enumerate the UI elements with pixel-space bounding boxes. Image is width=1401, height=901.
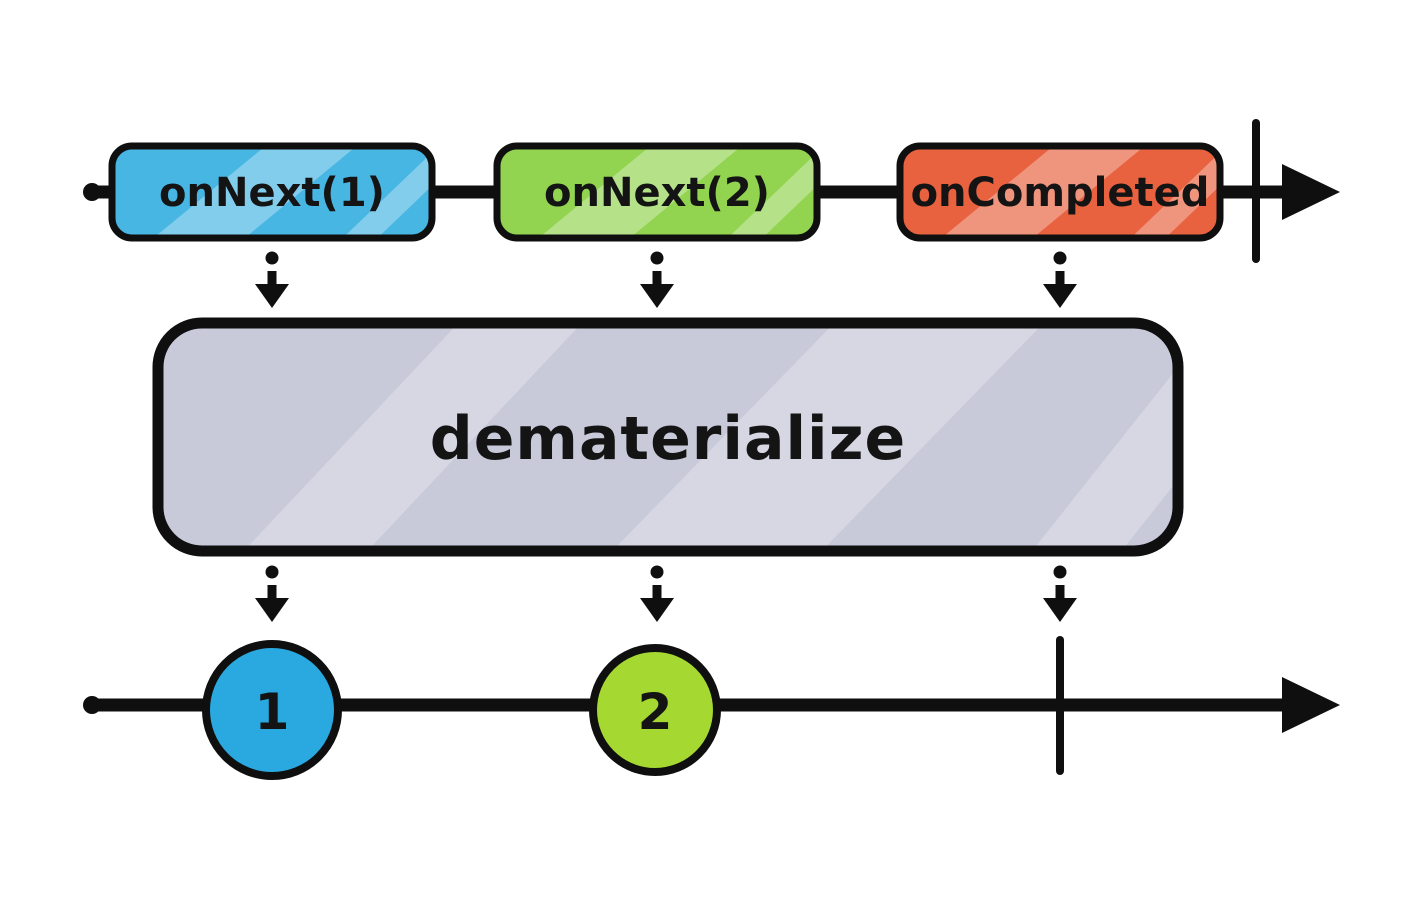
event-label-oncompleted: onCompleted <box>911 170 1210 216</box>
flow-arrow-icon <box>640 251 674 308</box>
event-label-onnext-1: onNext(1) <box>159 170 385 216</box>
flow-arrow-icon <box>1043 251 1077 308</box>
flow-arrow-icon <box>255 565 289 622</box>
event-box-onnext-2-border <box>493 142 821 242</box>
event-box-oncompleted-border <box>896 142 1224 242</box>
source-timeline-arrowhead-icon <box>1282 164 1340 220</box>
event-box-oncompleted-stripes <box>939 146 1220 238</box>
event-box-onnext-2-stripes <box>536 146 817 238</box>
event-box-onnext-1-stripes <box>151 146 432 238</box>
marble-2: 2 <box>589 644 721 776</box>
input-flow-arrows <box>255 251 1077 308</box>
marble-1-circle <box>202 640 342 780</box>
output-flow-arrows <box>255 565 1077 622</box>
marble-1: 1 <box>202 640 342 780</box>
event-box-onnext-1-shape <box>112 146 432 238</box>
marble-2-label: 2 <box>638 683 673 741</box>
operator-box: dematerialize <box>152 317 1184 557</box>
event-box-onnext-1-border <box>108 142 436 242</box>
marble-2-circle <box>589 644 721 776</box>
source-timeline: onNext(1) onNext(2) onCo <box>83 119 1340 263</box>
event-box-onnext-2-shape <box>497 146 817 238</box>
output-timeline: 1 2 <box>83 636 1340 780</box>
event-box-onnext-1: onNext(1) <box>108 142 436 242</box>
flow-arrow-icon <box>1043 565 1077 622</box>
source-timeline-start-cap <box>83 183 101 201</box>
operator-label: dematerialize <box>430 404 906 474</box>
operator-box-shape <box>158 323 1178 551</box>
output-timeline-arrowhead-icon <box>1282 677 1340 733</box>
operator-box-border <box>152 317 1184 557</box>
marble-1-label: 1 <box>255 683 290 741</box>
flow-arrow-icon <box>255 251 289 308</box>
event-box-onnext-2: onNext(2) <box>493 142 821 242</box>
event-label-onnext-2: onNext(2) <box>544 170 770 216</box>
output-timeline-start-cap <box>83 696 101 714</box>
flow-arrow-icon <box>640 565 674 622</box>
event-box-oncompleted-shape <box>900 146 1220 238</box>
event-box-oncompleted: onCompleted <box>896 142 1224 242</box>
